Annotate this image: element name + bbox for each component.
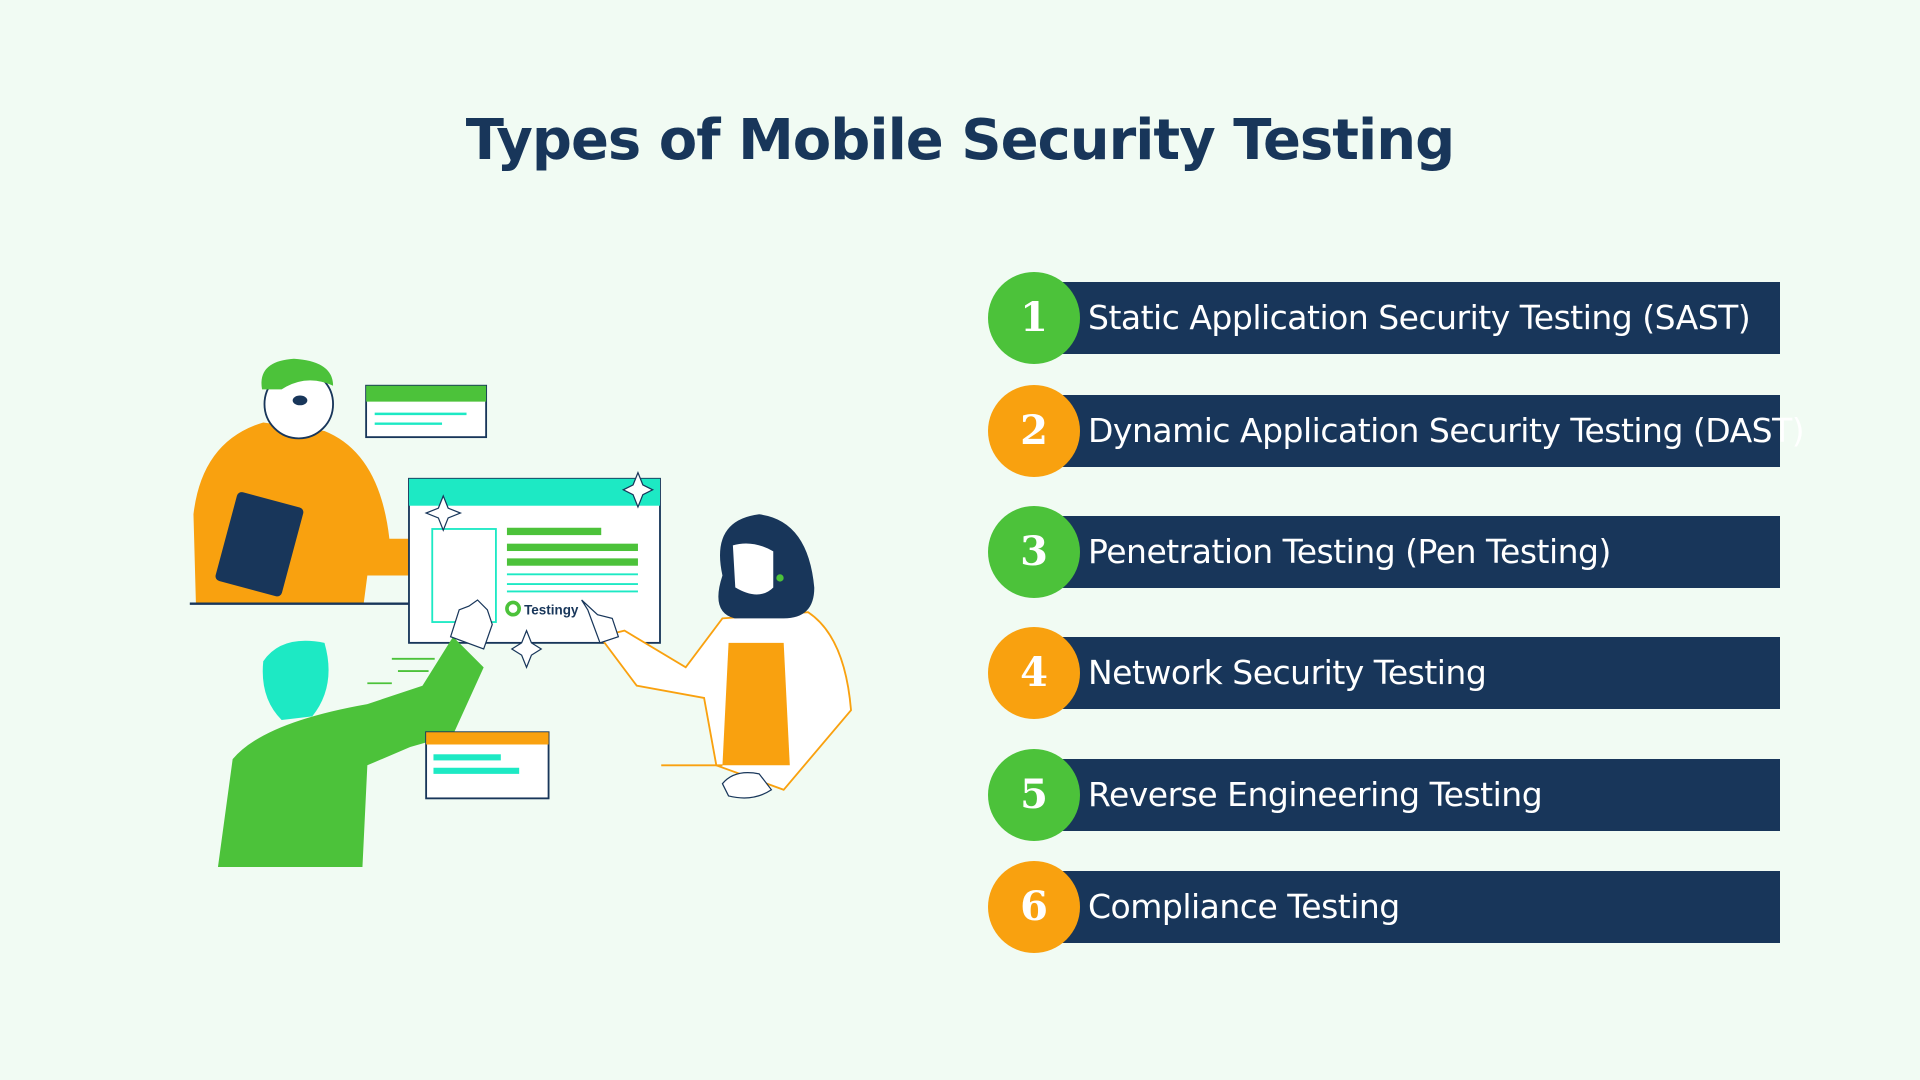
- small-card-bottom: [425, 731, 550, 800]
- item-bar: [1048, 282, 1780, 354]
- person-woman: [581, 514, 852, 799]
- browser-window: Testingy: [408, 471, 661, 669]
- person-green-shirt: [217, 599, 493, 867]
- item-label: Dynamic Application Security Testing (DA…: [1088, 411, 1805, 450]
- item-bar: [1048, 395, 1780, 467]
- list-item: 2 Dynamic Application Security Testing (…: [988, 385, 1805, 477]
- item-label: Compliance Testing: [1088, 887, 1400, 926]
- small-card-top: [365, 384, 488, 439]
- list-item: 5 Reverse Engineering Testing: [988, 749, 1780, 841]
- page-title: Types of Mobile Security Testing: [465, 108, 1455, 173]
- brand-logo-icon: [505, 600, 522, 617]
- number-badge: 4: [988, 627, 1080, 719]
- item-label: Reverse Engineering Testing: [1088, 775, 1543, 814]
- number-badge: 2: [988, 385, 1080, 477]
- number-badge: 3: [988, 506, 1080, 598]
- number-badge: 6: [988, 861, 1080, 953]
- item-label: Static Application Security Testing (SAS…: [1088, 298, 1751, 337]
- item-label: Network Security Testing: [1088, 653, 1487, 692]
- item-bar: [1048, 759, 1780, 831]
- brand-name: Testingy: [524, 603, 579, 618]
- number-badge: 5: [988, 749, 1080, 841]
- person-orange-hoodie: [189, 358, 411, 605]
- item-bar: [1048, 516, 1780, 588]
- list-item: 4 Network Security Testing: [988, 627, 1780, 719]
- list-item: 1 Static Application Security Testing (S…: [988, 272, 1780, 364]
- item-label: Penetration Testing (Pen Testing): [1088, 532, 1611, 571]
- item-bar: [1048, 637, 1780, 709]
- number-badge: 1: [988, 272, 1080, 364]
- item-bar: [1048, 871, 1780, 943]
- list-item: 6 Compliance Testing: [988, 861, 1780, 953]
- list-item: 3 Penetration Testing (Pen Testing): [988, 506, 1780, 598]
